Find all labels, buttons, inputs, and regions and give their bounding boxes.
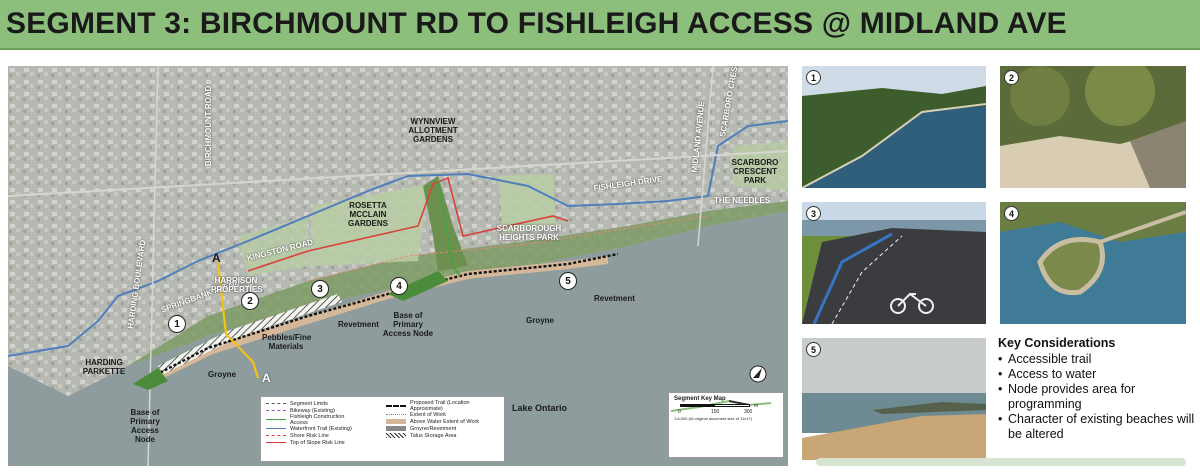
legend-groyne-revetment: Groyne/Revetment [410,425,457,432]
photo-3[interactable]: 3 [802,202,986,324]
photo-1[interactable]: 1 [802,66,986,188]
consideration-item: Character of existing beaches will be al… [998,412,1198,442]
keymap-title: Segment Key Map [674,396,726,402]
north-arrow [753,368,762,378]
title-bar: SEGMENT 3: BIRCHMOUNT RD TO FISHLEIGH AC… [0,0,1200,50]
section-label-a-bottom: A [262,371,271,385]
waterfront-trail [8,120,788,357]
segment-key-map: Segment Key Map 0 150 300 m 1:6,000 (At … [668,392,784,458]
legend-shore-risk: Shore Risk Line [290,432,329,439]
segment-map[interactable]: BIRCHMOUNT ROAD HARDING BOULEVARD KINGST… [8,66,788,466]
road-birchmount [147,66,159,466]
page-title: SEGMENT 3: BIRCHMOUNT RD TO FISHLEIGH AC… [6,7,1067,40]
node-marker-2[interactable]: 2 [241,292,259,310]
node-harding [133,368,168,390]
label-rosetta: ROSETTA MCCLAIN GARDENS [347,201,388,228]
node-marker-4[interactable]: 4 [390,277,408,295]
talus-storage [158,294,342,374]
key-considerations: Key Considerations Accessible trail Acce… [998,336,1198,442]
photo-4[interactable]: 4 [1000,202,1186,324]
key-considerations-list: Accessible trail Access to water Node pr… [998,352,1198,442]
label-scarborough-heights: SCARBOROUGH HEIGHTS PARK [496,224,562,242]
label-base-primary-1: Base of Primary Access Node [382,311,434,338]
legend-extent-work: Extent of Work [410,411,446,418]
photo-3-image [802,202,986,324]
scale-tick-150: 150 [711,409,720,415]
label-needles: THE NEEDLES [714,196,771,205]
label-harrison: HARRISON PROPERTIES [211,276,263,294]
legend-slope-risk: Top of Slope Risk Line [290,439,345,446]
slope-risk-line [247,176,569,272]
consideration-item: Node provides area for programming [998,382,1198,412]
section-line [216,261,260,379]
photo-3-number: 3 [806,206,821,221]
scale-tick-0: 0 [678,409,681,415]
road-midland [697,66,714,247]
photo-1-image [802,66,986,188]
key-considerations-title: Key Considerations [998,336,1116,350]
footer-bar [816,458,1186,466]
legend-proposed-trail: Proposed Trail (Location Approximate) [410,399,470,412]
consideration-item: Accessible trail [998,352,1198,367]
photo-4-image [1000,202,1186,324]
shore-risk-line [307,215,709,282]
label-birchmount: BIRCHMOUNT ROAD [204,85,213,166]
node-marker-3[interactable]: 3 [311,280,329,298]
node-marker-1[interactable]: 1 [168,315,186,333]
construction-access [437,180,461,277]
label-lake: Lake Ontario [512,403,568,413]
map-legend: Segment Limits Bikeway (Existing) Fishle… [260,396,505,462]
label-harding-parkette: HARDING PARKETTE [82,358,126,376]
map-canvas [8,66,788,466]
label-scarboro-park: SCARBORO CRESCENT PARK [731,158,779,185]
label-revetment-1: Revetment [338,320,379,329]
photo-2[interactable]: 2 [1000,66,1186,188]
scale-note: 1:6,000 (At original document size of 11… [674,416,752,421]
photo-5-image [802,338,986,460]
lake-water [8,211,788,466]
legend-segment-limits: Segment Limits [290,400,328,407]
consideration-item: Access to water [998,367,1198,382]
label-groyne-1: Groyne [208,370,237,379]
photo-4-number: 4 [1004,206,1019,221]
legend-talus: Talus Storage Area [410,432,457,439]
label-pebbles: Pebbles/Fine Materials [262,333,312,351]
photo-1-number: 1 [806,70,821,85]
legend-bikeway: Bikeway (Existing) [290,407,335,414]
legend-construction-access: Fishleigh Construction Access [290,413,345,426]
label-revetment-2: Revetment [594,294,635,303]
photo-2-image [1000,66,1186,188]
scale-bar: 0 150 300 m [674,402,778,416]
beach-strip [138,256,608,388]
photo-5-number: 5 [806,342,821,357]
bluff-slope [128,201,788,366]
harrison-park [238,216,308,276]
legend-waterfront-trail: Waterfront Trail (Existing) [290,425,352,432]
label-wynnview: WYNNVIEW ALLOTMENT GARDENS [408,117,458,144]
label-groyne-2: Groyne [526,316,555,325]
scale-tick-300: 300 [744,409,753,415]
node-marker-5[interactable]: 5 [559,272,577,290]
photo-2-number: 2 [1004,70,1019,85]
photo-5[interactable]: 5 [802,338,986,460]
legend-above-water: Above Water Extent of Work [410,418,480,425]
scale-unit: m [754,403,759,409]
label-base-primary-2: Base of Primary Access Node [130,408,160,444]
road-main [8,150,788,197]
section-label-a-top: A [212,251,221,265]
